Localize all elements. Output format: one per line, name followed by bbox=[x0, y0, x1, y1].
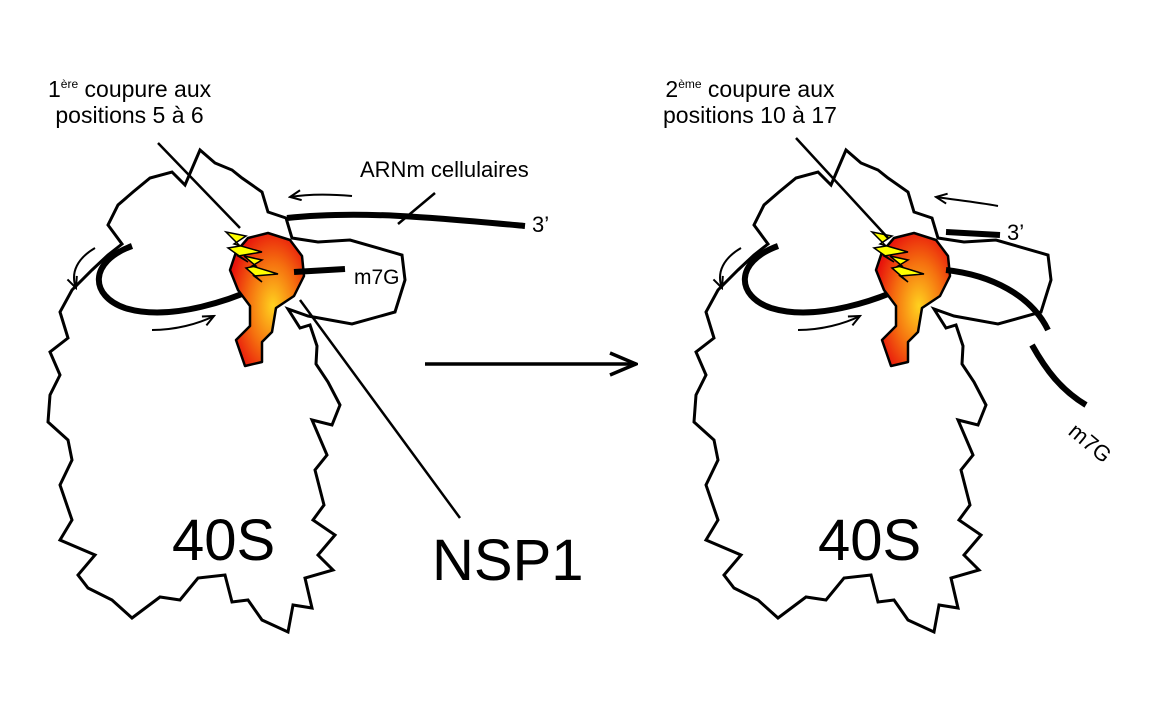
right-cut-superscript: ème bbox=[678, 77, 702, 91]
cut-callout-line bbox=[157, 142, 241, 229]
direction-arrow-loop-bottom bbox=[151, 316, 214, 331]
direction-arrow-top bbox=[936, 197, 999, 207]
direction-arrow-loop-bottom bbox=[797, 316, 860, 331]
left-cut-line2: positions 5 à 6 bbox=[55, 102, 204, 129]
right-cut-line1: coupure aux bbox=[701, 76, 835, 102]
mrna-released-fragment bbox=[1029, 343, 1088, 408]
right-panel bbox=[692, 137, 1088, 634]
mrna-3prime-stub bbox=[945, 229, 1001, 238]
mrna-callout-line bbox=[397, 192, 436, 225]
left-panel bbox=[46, 142, 526, 634]
mrna-label: ARNm cellulaires bbox=[360, 157, 529, 182]
direction-arrow-top bbox=[290, 195, 353, 197]
left-cut-number: 1 bbox=[48, 76, 61, 102]
left-cut-line1: coupure aux bbox=[78, 76, 212, 102]
nsp1-label: NSP1 bbox=[432, 528, 584, 593]
left-three-prime-label: 3’ bbox=[532, 212, 550, 237]
cut-callout-line bbox=[795, 137, 889, 239]
nsp1-callout-line bbox=[298, 299, 462, 519]
right-three-prime-label: 3’ bbox=[1007, 220, 1025, 245]
mrna-5prime-stub bbox=[293, 266, 346, 275]
left-cut-superscript: ère bbox=[60, 77, 79, 91]
mrna-strand-loop bbox=[95, 243, 274, 316]
direction-arrow-loop-left bbox=[720, 247, 742, 288]
left-cap-label: m7G bbox=[354, 266, 400, 289]
mrna-strand-upper bbox=[286, 211, 526, 229]
right-40s-label: 40S bbox=[818, 508, 922, 573]
right-cut-label: 2ème coupure aux positions 10 à 17 bbox=[663, 76, 837, 129]
mrna-strand-loop bbox=[741, 243, 920, 316]
right-cut-line2: positions 10 à 17 bbox=[663, 102, 837, 129]
mrna-cleaved-strand bbox=[945, 267, 1051, 332]
left-40s-label: 40S bbox=[172, 508, 276, 573]
right-cut-number: 2 bbox=[665, 76, 679, 102]
left-cut-label: 1ère coupure aux positions 5 à 6 bbox=[48, 76, 211, 129]
direction-arrow-loop-left bbox=[74, 247, 96, 288]
